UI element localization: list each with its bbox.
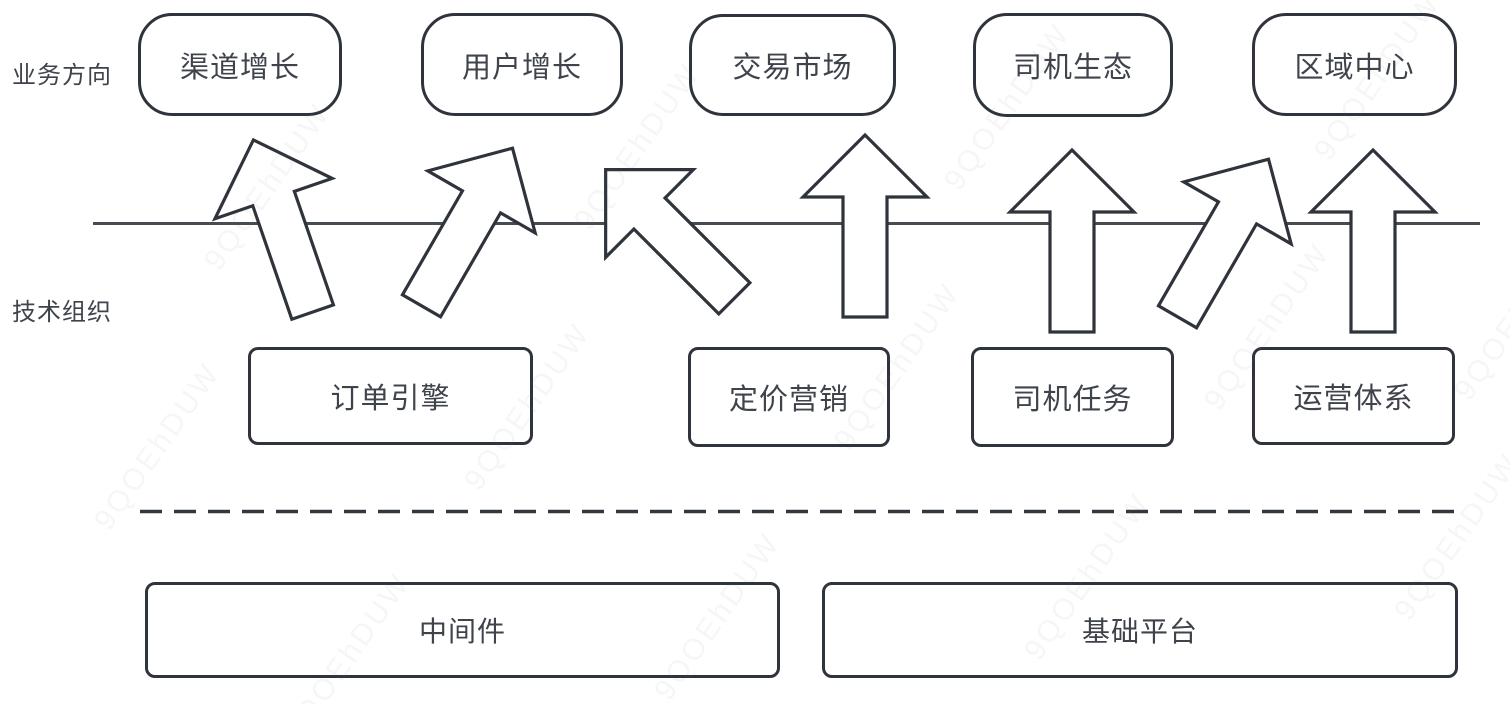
box-pricing-marketing: 定价营销 bbox=[688, 347, 890, 447]
pill-trading-market: 交易市场 bbox=[689, 14, 896, 116]
pill-label: 司机生态 bbox=[1012, 52, 1133, 84]
up-arrow-icon-ops-to-region-center bbox=[1307, 147, 1439, 334]
pill-label: 渠道增长 bbox=[179, 51, 300, 84]
pill-label: 区域中心 bbox=[1294, 51, 1415, 84]
box-label: 运营体系 bbox=[1293, 383, 1414, 415]
box-label: 司机任务 bbox=[1012, 384, 1133, 416]
pill-region-center: 区域中心 bbox=[1252, 13, 1457, 116]
tech-organization-row-label: 技术组织 bbox=[12, 299, 112, 326]
box-label: 基础平台 bbox=[1081, 616, 1198, 647]
up-arrow-icon-diagonal-left bbox=[604, 168, 753, 317]
box-driver-task: 司机任务 bbox=[971, 347, 1174, 447]
pill-label: 用户增长 bbox=[461, 51, 582, 84]
up-arrow-icon-diagonal-right bbox=[1156, 157, 1294, 330]
pill-user-growth: 用户增长 bbox=[421, 13, 623, 116]
box-base-platform: 基础平台 bbox=[822, 582, 1458, 678]
up-arrow-icon-order-to-channel-growth bbox=[211, 137, 337, 322]
box-label: 定价营销 bbox=[728, 384, 849, 416]
up-arrow-icon-order-to-user-growth bbox=[400, 146, 538, 319]
business-direction-row-label: 业务方向 bbox=[12, 62, 112, 89]
pill-driver-ecosystem: 司机生态 bbox=[973, 13, 1173, 117]
pill-channel-growth: 渠道增长 bbox=[138, 13, 342, 116]
box-label: 中间件 bbox=[418, 616, 506, 647]
box-label: 订单引擎 bbox=[330, 383, 451, 415]
up-arrow-icon-pricing-to-trading-market bbox=[799, 132, 931, 319]
box-operation-system: 运营体系 bbox=[1252, 347, 1455, 445]
box-order-engine: 订单引擎 bbox=[248, 347, 533, 445]
up-arrow-icon-driver-task-to-driver-eco bbox=[1006, 147, 1138, 334]
pill-label: 交易市场 bbox=[732, 52, 853, 84]
box-middleware: 中间件 bbox=[145, 582, 780, 678]
